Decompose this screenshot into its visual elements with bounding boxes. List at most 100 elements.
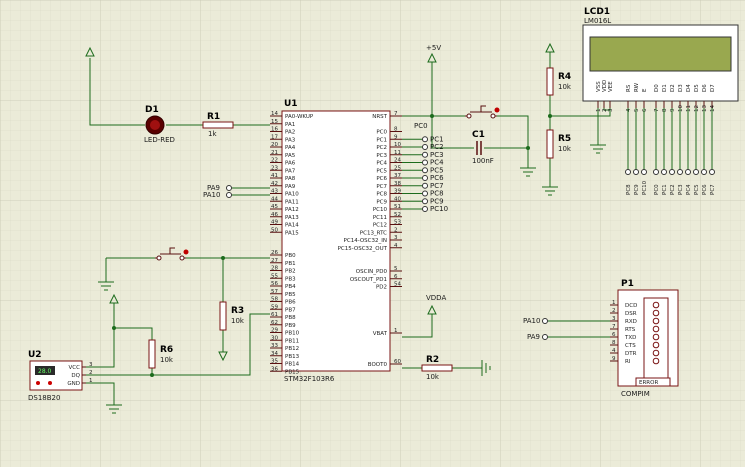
com-pin-dtr: DTR <box>625 351 637 357</box>
svg-text:R5: R5 <box>558 134 571 144</box>
junctions <box>112 114 552 377</box>
com-pin-number: 4 <box>612 348 616 354</box>
mcu-pin-pc15-osc32_out: PC15-OSC32_OUT <box>338 246 388 252</box>
lcd-net-label: PC3 <box>678 184 684 195</box>
mcu-pin-number: 28 <box>271 266 278 272</box>
mcu-pin-number: 61 <box>271 312 278 318</box>
sensor-pin-vcc: VCC <box>69 365 81 371</box>
resistor-r4[interactable]: R4 10k <box>546 67 572 96</box>
lcd-pin-d4: D4 <box>686 84 692 92</box>
lcd-net-label: PC7 <box>710 184 716 195</box>
lcd-lcd1[interactable]: LCD1 LM016L VSS1VDD2VEE3RS4RW5E6D07D18D2… <box>582 7 739 113</box>
mcu-pin-number: 2 <box>394 227 398 233</box>
wires <box>86 52 611 405</box>
power-arrow-icon <box>109 293 119 304</box>
svg-text:PA9: PA9 <box>207 184 220 192</box>
ground-icon <box>98 281 114 291</box>
mcu-pin-number: 7 <box>394 111 398 117</box>
lcd-net-label: PC1 <box>662 184 668 195</box>
mcu-pin-pb2: PB2 <box>285 269 296 275</box>
mcu-pin-pc11: PC11 <box>373 215 387 221</box>
led-d1[interactable]: D1 LED-RED <box>144 105 175 144</box>
mcu-pin-pc7: PC7 <box>376 184 387 190</box>
svg-text:10k: 10k <box>558 83 572 91</box>
lcd-pin-number: 5 <box>634 108 640 112</box>
mcu-pin-pa2: PA2 <box>285 130 295 136</box>
mcu-body[interactable] <box>281 110 391 372</box>
mcu-pin-number: 30 <box>271 335 278 341</box>
mcu-pin-pa11: PA11 <box>285 199 299 205</box>
mcu-pin-pb10: PB10 <box>285 331 300 337</box>
svg-text:R1: R1 <box>207 112 220 122</box>
capacitor-c1[interactable]: C1 100nF <box>472 130 494 165</box>
com-pin-rxd: RXD <box>625 319 637 325</box>
resistor-r3[interactable]: R3 10k <box>219 301 245 331</box>
ground-icon <box>590 144 606 154</box>
mcu-pin-pc10: PC10 <box>373 207 388 213</box>
ground-icon <box>481 360 491 376</box>
resistor-r5[interactable]: R5 10k <box>546 129 572 159</box>
sensor-pin-number: 2 <box>89 370 93 376</box>
mcu-pin-number: 38 <box>394 181 401 187</box>
led-value: LED-RED <box>144 136 175 144</box>
mcu-pin-number: 35 <box>271 359 278 365</box>
sensor-pin-number: 3 <box>89 362 93 368</box>
lcd-pin-number: 7 <box>654 108 660 112</box>
sensor-pin-number: 1 <box>89 378 93 384</box>
mcu-pin-number: 10 <box>394 142 401 148</box>
power-arrow-icon <box>427 304 437 315</box>
ground-icon <box>542 186 558 196</box>
mcu-pin-number: 33 <box>271 343 278 349</box>
net-label-pc2: PC2 <box>430 143 444 151</box>
reset-button[interactable] <box>465 105 500 119</box>
lcd-pin-d7: D7 <box>710 84 716 92</box>
svg-text:10k: 10k <box>558 145 572 153</box>
mcu-pin-vbat: VBAT <box>373 331 388 337</box>
com-pin-number: 8 <box>612 340 616 346</box>
mcu-pin-number: 56 <box>271 281 278 287</box>
lcd-pin-number: 8 <box>662 108 668 112</box>
lcd-screen <box>589 36 732 72</box>
lcd-net-label: PC9 <box>634 184 640 195</box>
mcu-pin-pc1: PC1 <box>376 137 387 143</box>
mcu-pin-pa9: PA9 <box>285 184 296 190</box>
net-label-pc1: PC1 <box>430 135 444 143</box>
svg-text:LM016L: LM016L <box>584 17 611 25</box>
mcu-pin-pa3: PA3 <box>285 137 296 143</box>
mcu-pin-number: 49 <box>271 220 278 226</box>
mcu-pin-number: 3 <box>394 235 398 241</box>
lcd-pin-d0: D0 <box>654 84 660 92</box>
mcu-pin-number: 21 <box>271 150 278 156</box>
lcd-pin-number: 6 <box>642 108 648 112</box>
mcu-pin-pc0: PC0 <box>376 130 387 136</box>
lcd-pin-number: 13 <box>702 105 708 112</box>
lcd-pin-number: 1 <box>596 109 602 113</box>
resistor-r2[interactable]: R2 10k <box>421 355 453 381</box>
com-pin-txd: TXD <box>624 335 636 341</box>
mcu-pin-oscin_pd0: OSCIN_PD0 <box>356 269 388 275</box>
mcu-pin-pb0: PB0 <box>285 253 296 259</box>
resistor-r1[interactable]: R1 1k <box>202 112 234 138</box>
user-button[interactable] <box>155 247 189 261</box>
mcu-pin-pc12: PC12 <box>373 223 387 229</box>
com-pin-number: 3 <box>612 316 616 322</box>
mcu-pin-number: 51 <box>394 204 401 210</box>
mcu-pin-number: 37 <box>394 173 401 179</box>
net-label-pc8: PC8 <box>430 190 444 198</box>
com-pin-ri: RI <box>625 359 631 365</box>
mcu-pin-number: 62 <box>271 320 278 326</box>
mcu-pin-number: 23 <box>271 165 278 171</box>
mcu-part: STM32F103R6 <box>284 375 335 383</box>
lcd-net-label: PC4 <box>686 184 692 195</box>
com-pin-number: 7 <box>612 324 616 330</box>
resistor-r6[interactable]: R6 10k <box>148 339 174 369</box>
power-arrow-icon <box>218 351 228 362</box>
mcu-pin-number: 43 <box>271 189 278 195</box>
mcu-pin-pb1: PB1 <box>285 261 296 267</box>
svg-text:U2: U2 <box>28 350 42 360</box>
mcu-pin-pa10: PA10 <box>285 192 299 198</box>
net-label-pc7: PC7 <box>430 182 444 190</box>
